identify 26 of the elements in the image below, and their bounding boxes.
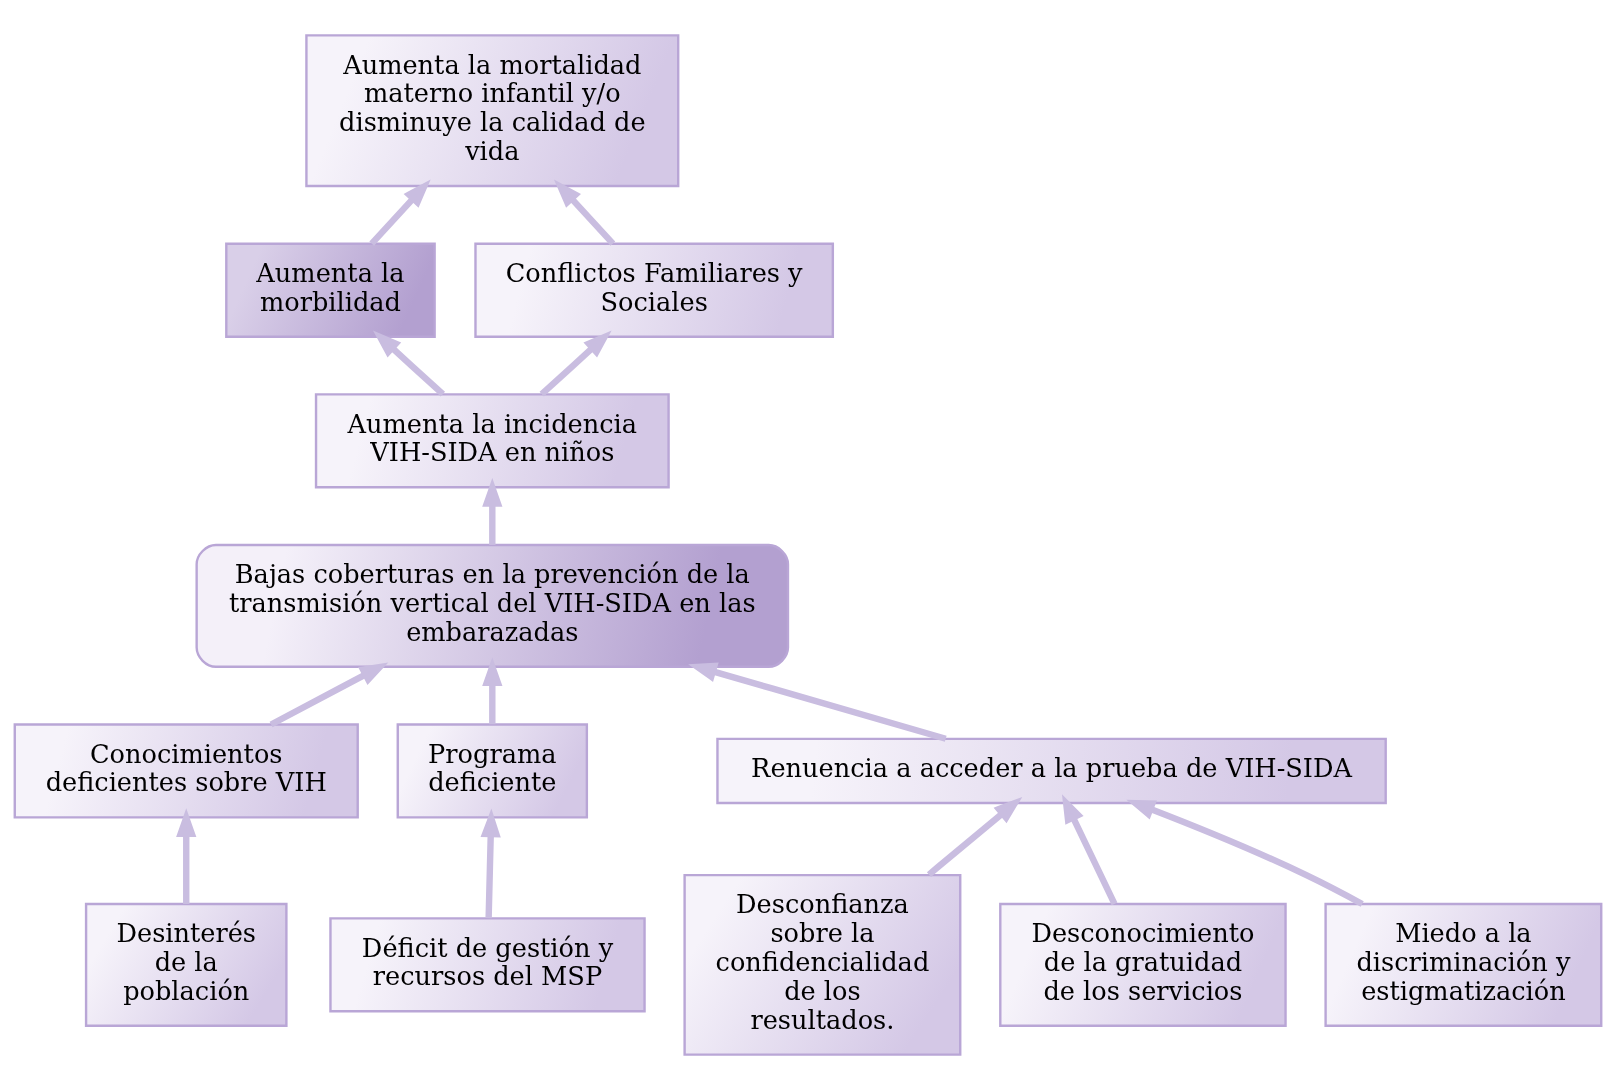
node-box: Déficit de gestión y recursos del MSP	[329, 917, 646, 1013]
node-box: Renuencia a acceder a la prueba de VIH-SIDA	[716, 737, 1387, 805]
node-box: Aumenta la mortalidad materno infantil y/o disminuye la calidad de vida	[305, 34, 680, 188]
node-box: Conflictos Familiares y Sociales	[474, 242, 835, 338]
arrow	[539, 330, 612, 397]
arrow	[1126, 799, 1364, 907]
arrow	[482, 657, 503, 725]
node-box: Miedo a la discriminación y estigmatización	[1324, 902, 1603, 1027]
node-box: Aumenta la incidencia VIH-SIDA en niños	[314, 393, 670, 489]
node-box: Conocimientos deficientes sobre VIH	[13, 723, 359, 819]
node-box: Desconocimiento de la gratuidad de los servicios	[999, 902, 1287, 1027]
node-box: Bajas coberturas en la prevención de la transmisión vertical del VIH-SIDA en las embarazadas	[195, 543, 790, 668]
node-box: Desconfianza sobre la confidencialidad de los resultados.	[683, 873, 962, 1056]
arrow	[688, 662, 947, 742]
arrow	[269, 662, 389, 728]
arrow	[1061, 794, 1118, 906]
arrow	[369, 179, 431, 246]
arrow	[480, 808, 501, 919]
arrow	[482, 477, 503, 545]
arrow	[176, 808, 197, 904]
node-box: Desinterés de la población	[84, 902, 288, 1027]
node-box: Aumenta la morbilidad	[225, 242, 436, 338]
arrow	[926, 796, 1023, 878]
arrow	[553, 179, 616, 246]
arrow	[372, 330, 446, 397]
node-box: Programa deficiente	[396, 723, 589, 819]
